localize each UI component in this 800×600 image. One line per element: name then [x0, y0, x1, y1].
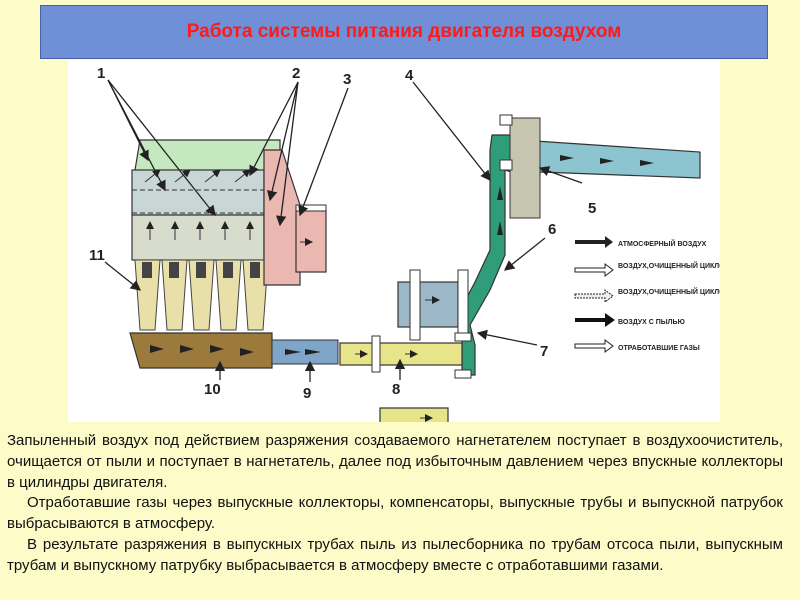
callout-5: 5 — [588, 200, 596, 217]
cyclone-block — [131, 169, 265, 216]
legend-label: ВОЗДУХ,ОЧИЩЕННЫЙ ЦИКЛОНАМИ И КАССЕТАМИ — [618, 287, 720, 296]
exhaust-gas-arrow-icon — [574, 339, 614, 353]
legend-item: ВОЗДУХ,ОЧИЩЕННЫЙ ЦИКЛОНАМИ И КАССЕТАМИ — [574, 287, 720, 303]
exhaust-pipe-system — [454, 114, 701, 376]
cyclone-cleaned-air-arrow-icon — [574, 263, 614, 277]
legend-item: ВОЗДУХ,ОЧИЩЕННЫЙ ЦИКЛОНАМИ — [574, 261, 720, 277]
callout-11: 11 — [89, 247, 105, 264]
callout-7: 7 — [540, 343, 548, 360]
page-title: Работа системы питания двигателя воздухо… — [186, 21, 622, 42]
legend-item: ВОЗДУХ С ПЫЛЬЮ — [575, 313, 685, 327]
description-text: Запыленный воздух под действием разряжен… — [7, 431, 783, 577]
dust-flow-arrows — [150, 345, 254, 356]
wall-block — [509, 117, 541, 219]
air-cleaner — [131, 139, 281, 261]
callout-leaders — [104, 79, 583, 382]
paragraph-intake: Запыленный воздух под действием разряжен… — [7, 432, 783, 491]
legend-label: ВОЗДУХ С ПЫЛЬЮ — [618, 319, 685, 326]
paragraph-dust-removal: В результате разряжения в выпускных труб… — [7, 535, 783, 574]
compensator-assembly — [397, 269, 472, 379]
legend-label: АТМОСФЕРНЫЙ ВОЗДУХ — [618, 239, 707, 248]
callout-3: 3 — [343, 71, 351, 88]
callout-8: 8 — [392, 381, 400, 398]
dusty-air-arrow-icon — [575, 313, 615, 327]
air-supply-diagram: АТМОСФЕРНЫЙ ВОЗДУХ ВОЗДУХ,ОЧИЩЕННЫЙ ЦИКЛ… — [89, 65, 720, 422]
dust-collector — [129, 332, 273, 369]
callout-1: 1 — [97, 65, 105, 82]
legend: АТМОСФЕРНЫЙ ВОЗДУХ ВОЗДУХ,ОЧИЩЕННЫЙ ЦИКЛ… — [574, 236, 720, 353]
blower-housing — [263, 149, 327, 286]
callout-4: 4 — [405, 67, 414, 84]
callout-9: 9 — [303, 385, 311, 402]
legend-item: АТМОСФЕРНЫЙ ВОЗДУХ — [575, 236, 707, 248]
cassette-block — [131, 214, 265, 261]
legend-item: ОТРАБОТАВШИЕ ГАЗЫ — [574, 339, 700, 353]
paragraph-exhaust: Отработавшие газы через выпускные коллек… — [7, 494, 783, 533]
callout-6: 6 — [548, 221, 556, 238]
cyclone-cones — [134, 259, 269, 331]
svg-text:ВОЗДУХ,ОЧИЩЕННЫЙ ЦИКЛОНАМИ: ВОЗДУХ,ОЧИЩЕННЫЙ ЦИКЛОНАМИ — [618, 261, 720, 270]
outlet-pipe-5 — [519, 139, 701, 179]
legend-label: ВОЗДУХ,ОЧИЩЕННЫЙ ЦИКЛОНАМИ — [618, 261, 720, 270]
atmospheric-air-arrow-icon — [575, 236, 613, 248]
legend-label: ОТРАБОТАВШИЕ ГАЗЫ — [618, 345, 700, 352]
callout-10: 10 — [204, 381, 221, 398]
callout-2: 2 — [292, 65, 300, 82]
ejector-pipe — [339, 335, 463, 422]
air-cleaner-arrows — [144, 169, 254, 240]
title-bar: Работа системы питания двигателя воздухо… — [40, 5, 768, 59]
fully-cleaned-air-arrow-icon — [574, 289, 614, 303]
